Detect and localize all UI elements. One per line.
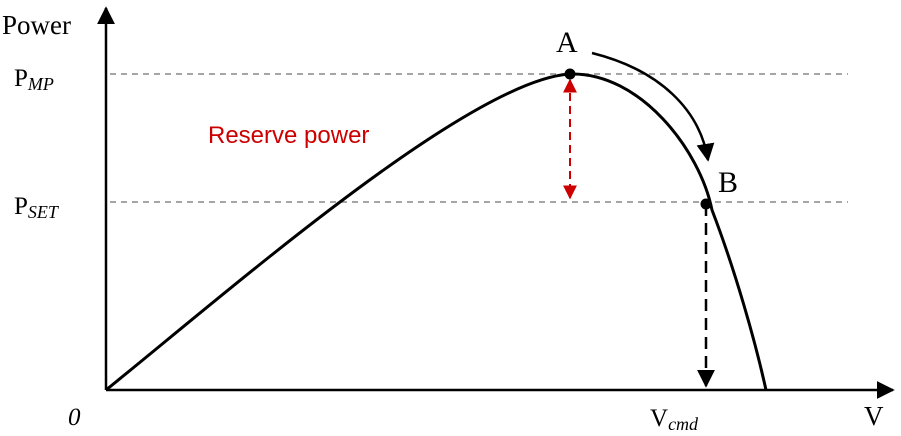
point-a-label: A — [556, 26, 578, 59]
y-axis-label: Power — [2, 10, 71, 40]
p-mp-label: PMP — [14, 65, 54, 94]
transition-arrow — [591, 51, 715, 162]
reserve-power-label: Reserve power — [208, 122, 369, 149]
x-axis-label: V — [864, 401, 884, 431]
point-a-marker — [564, 68, 576, 80]
v-cmd-label: Vcmd — [650, 405, 699, 434]
p-set-label: PSET — [14, 193, 60, 222]
point-b-label: B — [718, 166, 738, 199]
point-b-marker — [700, 198, 712, 210]
power-voltage-curve — [105, 72, 768, 392]
origin-label: 0 — [68, 404, 81, 431]
